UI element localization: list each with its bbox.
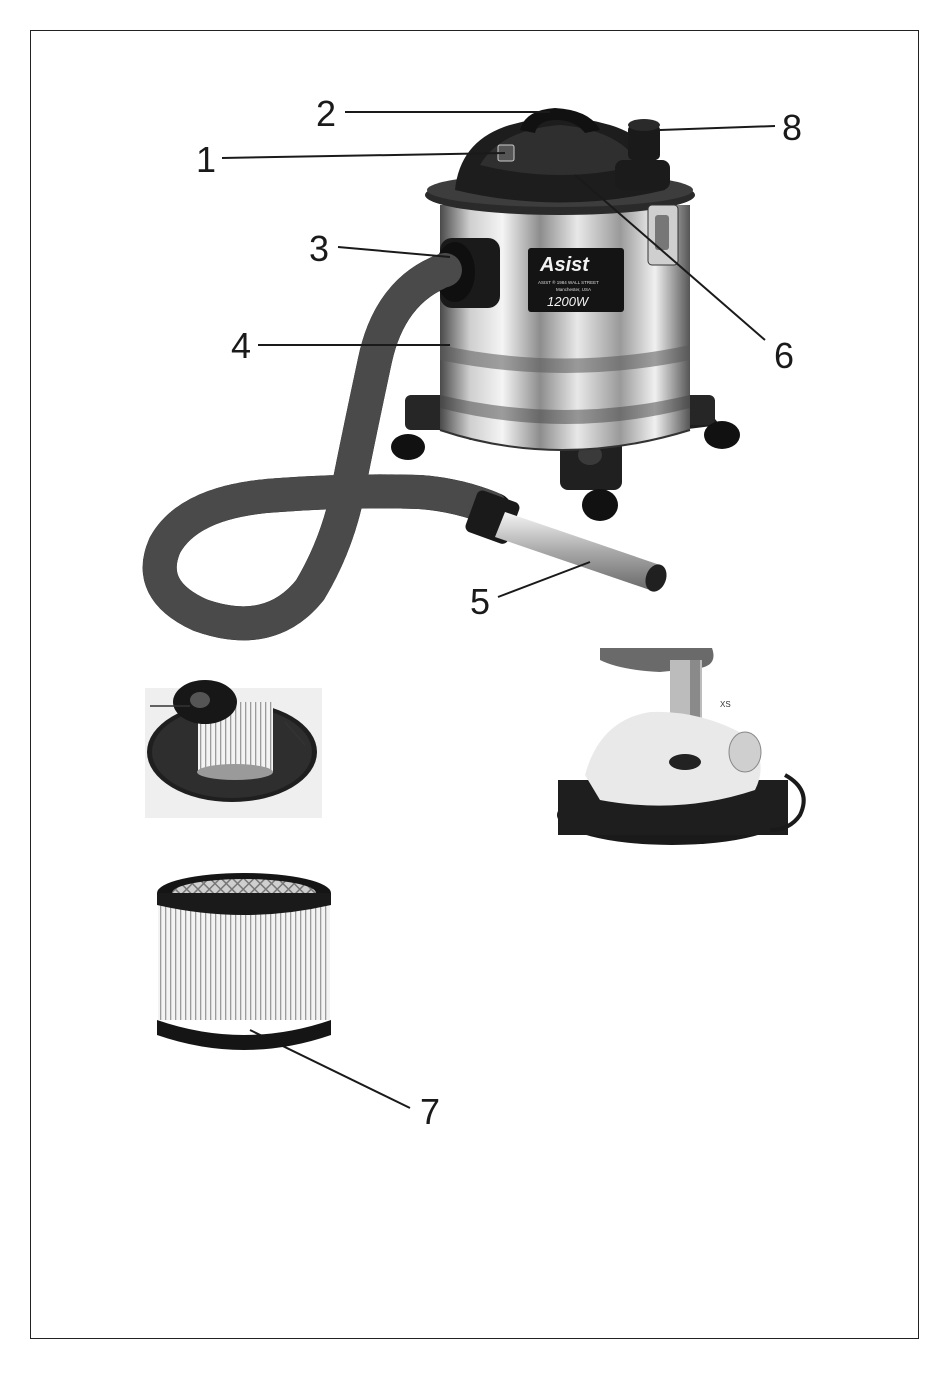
filter-cover-photo	[145, 680, 322, 818]
insert-label: XS	[720, 700, 731, 709]
power-rating: 1200W	[547, 294, 588, 309]
brand-address-line1: ASIST ® 1984 WALL STREET	[538, 280, 599, 285]
brand-name: Asist	[540, 254, 589, 277]
motor-head	[425, 108, 695, 215]
callout-6: 6	[774, 338, 794, 374]
callout-1: 1	[196, 142, 216, 178]
filter-insert-photo	[557, 648, 811, 845]
latch-clamp	[648, 205, 678, 265]
cartridge-filter-photo	[157, 873, 331, 1050]
callout-2: 2	[316, 96, 336, 132]
callout-4: 4	[231, 328, 251, 364]
brand-address-line2: Manchester, USA	[556, 287, 591, 292]
callout-8: 8	[782, 110, 802, 146]
callout-5: 5	[470, 584, 490, 620]
callout-7: 7	[420, 1094, 440, 1130]
callout-3: 3	[309, 231, 329, 267]
metal-tube	[495, 512, 670, 595]
